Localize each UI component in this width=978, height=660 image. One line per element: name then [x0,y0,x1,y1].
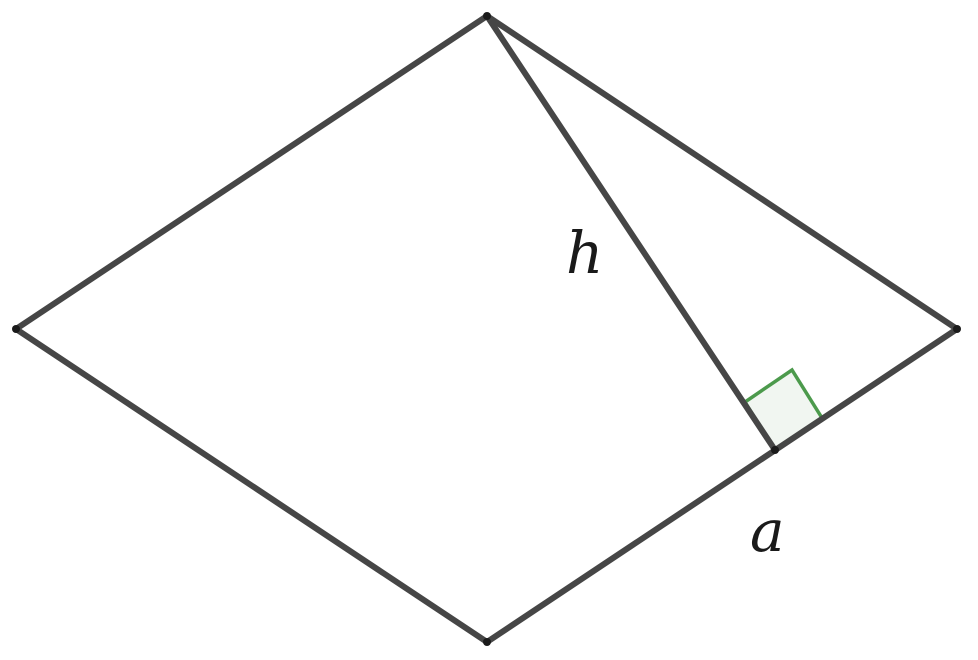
side-label: a [750,497,785,565]
rhombus-side-top-left [13,13,490,332]
height-foot-point [771,446,779,454]
vertex-left [12,325,20,333]
rhombus-side-bottom-left [13,326,490,645]
rhombus-side-bottom-right [484,326,960,645]
vertex-bottom [483,638,491,646]
vertex-right [953,325,961,333]
right-angle-marker [742,367,825,453]
height-segment [484,13,778,453]
rhombus-side-top-right [484,13,960,332]
vertex-top [483,12,491,20]
height-label: h [566,219,603,287]
